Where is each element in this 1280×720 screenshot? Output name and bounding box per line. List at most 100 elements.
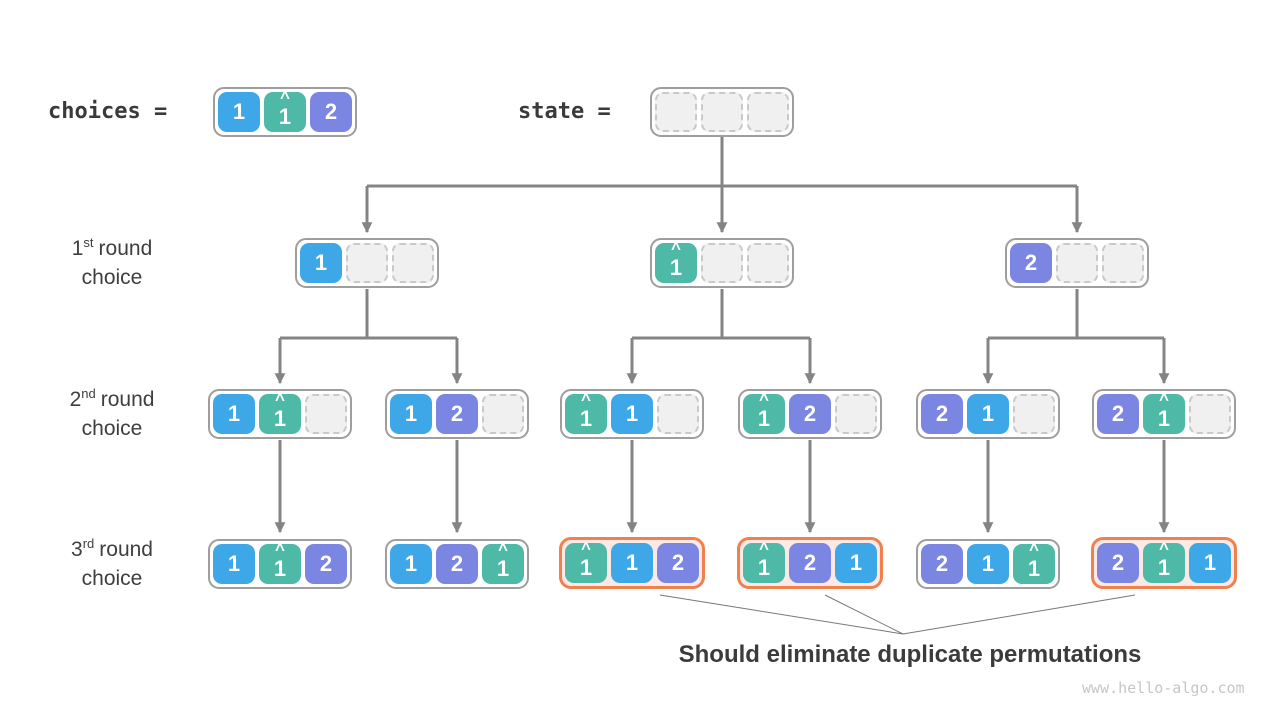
cell-value: 1 [227,401,241,426]
cell-1-hat: ^1 [565,390,607,434]
level2-box-4: ^1 2 [738,389,882,439]
cell-1: 1 [218,92,260,132]
cell-1: 1 [611,394,653,434]
cell-value: 2 [935,401,949,426]
cell-1-hat: ^1 [655,240,697,283]
cell-1-hat: ^1 [743,391,785,434]
cell-2: 2 [921,544,963,584]
cell-value: 1 [579,406,593,431]
hat-mark: ^ [275,540,285,559]
cell-1-hat: ^1 [259,540,301,584]
cell-value: 1 [273,406,287,431]
cell-empty [835,394,877,434]
cell-value: 1 [1157,555,1171,580]
cell-value: 1 [227,551,241,576]
cell-value: 2 [671,550,685,575]
hat-mark: ^ [581,390,591,409]
cell-2: 2 [789,543,831,583]
cell-value: 2 [1111,550,1125,575]
hat-mark: ^ [280,88,290,107]
cell-2: 2 [921,394,963,434]
cell-value: 2 [450,401,464,426]
cell-1: 1 [213,394,255,434]
cell-value: 1 [849,550,863,575]
state-label: state = [518,99,611,124]
cell-empty [305,394,347,434]
cell-1: 1 [390,544,432,584]
cell-value: 1 [981,551,995,576]
row-label-line2: choice [81,417,143,440]
cell-value: 1 [1157,406,1171,431]
cell-value: 1 [278,104,292,129]
level2-box-1: 1^1 [208,389,352,439]
cell-1: 1 [611,543,653,583]
cell-value: 1 [757,406,771,431]
cell-value: 1 [273,556,287,581]
level1-box-2: ^1 [650,238,794,288]
hat-mark: ^ [1029,540,1039,559]
hat-mark: ^ [1159,390,1169,409]
cell-2: 2 [310,92,352,132]
cell-1: 1 [213,544,255,584]
hat-mark: ^ [498,540,508,559]
cell-1-hat: ^1 [565,539,607,583]
cell-value: 2 [803,401,817,426]
cell-empty [1189,394,1231,434]
cell-value: 1 [404,551,418,576]
cell-value: 1 [496,556,510,581]
cell-1: 1 [300,243,342,283]
cell-1-hat: ^1 [482,540,524,584]
state-box [650,87,794,137]
duplicate-note: Should eliminate duplicate permutations [678,641,1142,668]
cell-value: 1 [757,555,771,580]
level2-box-6: 2^1 [1092,389,1236,439]
row-label-line2: choice [81,266,143,289]
choices-label: choices = [48,99,168,124]
hat-mark: ^ [581,539,591,558]
cell-1-hat: ^1 [259,390,301,434]
cell-empty [1013,394,1055,434]
cell-empty [747,243,789,283]
cell-value: 1 [625,401,639,426]
cell-empty [482,394,524,434]
cell-1: 1 [967,544,1009,584]
cell-1: 1 [835,543,877,583]
cell-empty [747,92,789,132]
cell-value: 1 [404,401,418,426]
cell-2: 2 [657,543,699,583]
hat-mark: ^ [275,390,285,409]
cell-1: 1 [967,394,1009,434]
cell-2: 2 [1097,394,1139,434]
cell-empty [655,92,697,132]
cell-2: 2 [1097,543,1139,583]
cell-2: 2 [789,394,831,434]
watermark: www.hello-algo.com [1082,679,1245,697]
cell-1-hat: ^1 [1013,540,1055,584]
cell-1-hat: ^1 [1143,540,1185,583]
cell-1-hat: ^1 [1143,390,1185,434]
cell-value: 2 [450,551,464,576]
duplicate-callout-line [824,594,904,635]
cell-empty [701,243,743,283]
cell-1-hat: ^1 [743,540,785,583]
cell-empty [701,92,743,132]
cell-value: 2 [319,551,333,576]
cell-value: 2 [1024,250,1038,275]
cell-2: 2 [436,394,478,434]
